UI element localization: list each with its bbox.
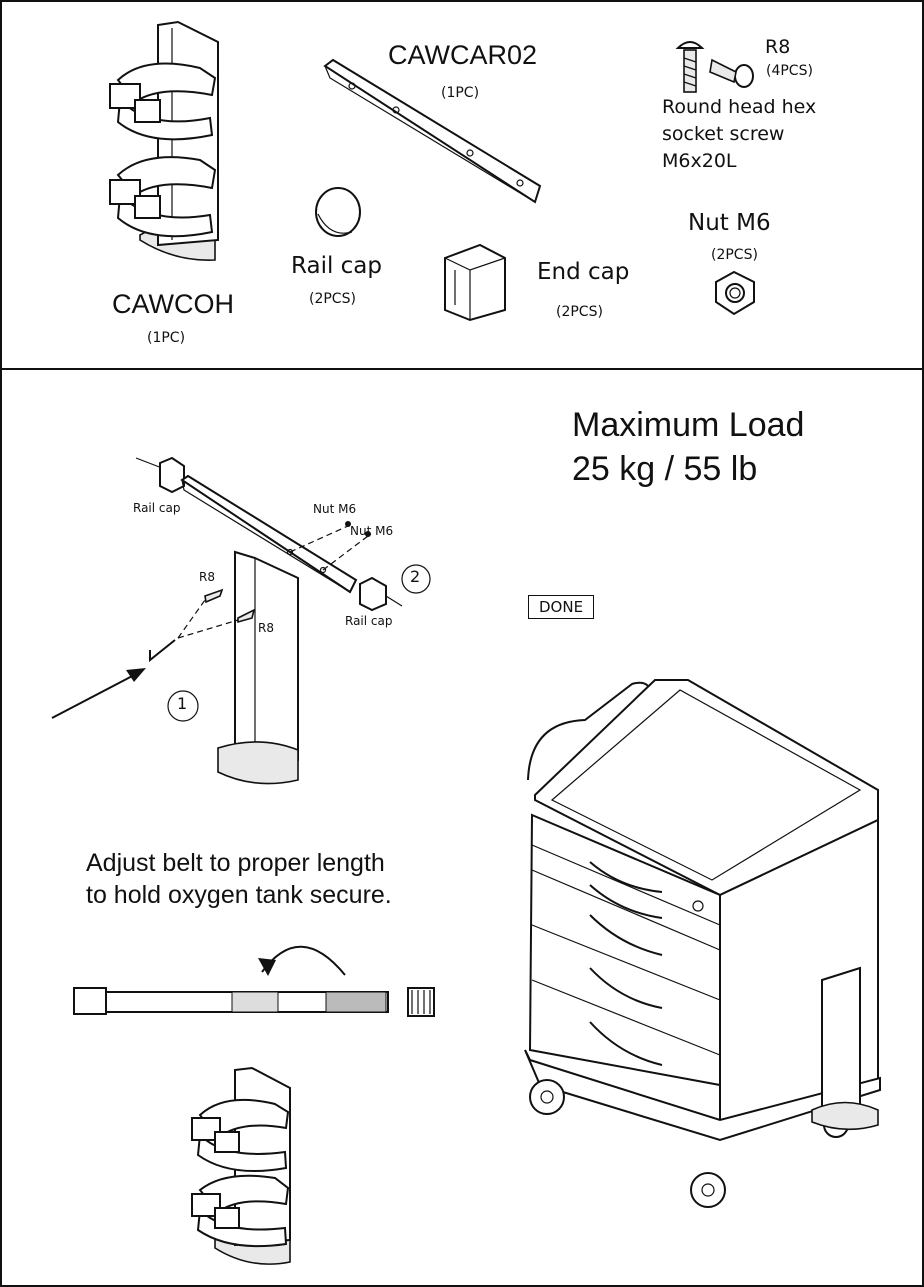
cawcoh-qty: (1PC) — [147, 330, 186, 346]
r8-desc-line2: socket screw — [662, 123, 785, 145]
cawcar02-name: CAWCAR02 — [388, 40, 538, 70]
belt-note-line2: to hold oxygen tank secure. — [86, 881, 392, 909]
nut-illustration — [715, 270, 755, 316]
max-load-line1: Maximum Load — [572, 406, 805, 444]
step-2-number: 2 — [410, 567, 421, 586]
end-cap-illustration — [444, 243, 506, 322]
rail-cap-illustration — [315, 187, 361, 237]
assembly-nut-1: Nut M6 — [313, 502, 357, 516]
cart-illustration — [524, 679, 881, 1208]
r8-qty: (4PCS) — [766, 63, 813, 79]
rail-cap-name: Rail cap — [291, 253, 383, 279]
screw-illustration — [675, 41, 754, 93]
r8-name: R8 — [765, 36, 791, 58]
nut-m6-qty: (2PCS) — [711, 247, 758, 263]
oxygen-holder-illustration — [109, 20, 219, 261]
rail-illustration — [323, 58, 542, 204]
end-cap-qty: (2PCS) — [556, 304, 603, 320]
assembly-rail-cap-right: Rail cap — [345, 614, 393, 628]
assembly-screw-2: R8 — [258, 621, 274, 635]
assembly-screw-1: R8 — [199, 570, 215, 584]
max-load-line2: 25 kg / 55 lb — [572, 450, 758, 488]
r8-desc-line1: Round head hex — [662, 96, 817, 118]
cawcoh-name: CAWCOH — [112, 289, 234, 319]
done-badge: DONE — [528, 595, 595, 619]
assembly-nut-2: Nut M6 — [350, 524, 394, 538]
oxygen-holder-bottom-illustration — [191, 1066, 291, 1265]
nut-m6-name: Nut M6 — [688, 210, 771, 236]
end-cap-name: End cap — [537, 259, 630, 285]
r8-desc-line3: M6x20L — [662, 150, 737, 172]
assembly-rail-cap-left: Rail cap — [133, 501, 181, 515]
rail-cap-qty: (2PCS) — [309, 291, 356, 307]
assembly-panel — [0, 368, 924, 1287]
belt-note-line1: Adjust belt to proper length — [86, 849, 385, 877]
cawcar02-qty: (1PC) — [441, 85, 480, 101]
belt-illustration — [73, 945, 435, 1017]
step-1-number: 1 — [177, 694, 188, 713]
assembly-illustration — [51, 456, 431, 785]
